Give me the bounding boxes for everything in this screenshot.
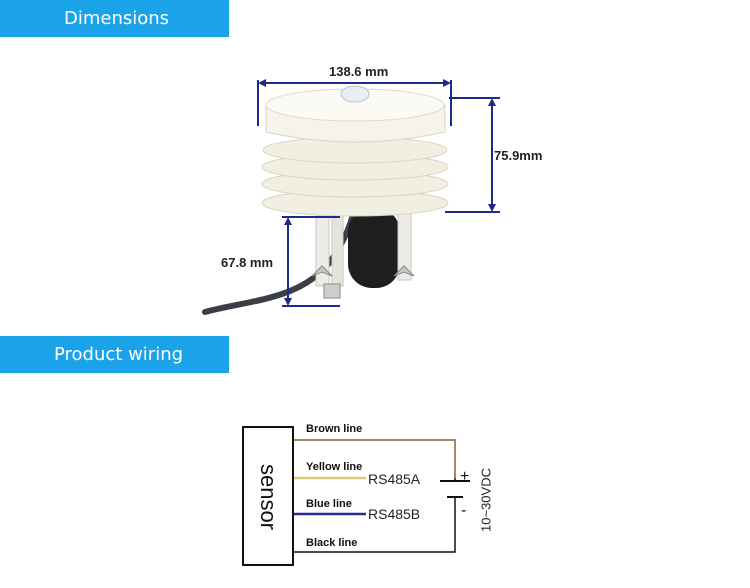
width-dimension-label: 138.6 mm [329, 64, 389, 79]
mount-dimension-label: 67.8 mm [221, 255, 274, 270]
brown-wire [294, 439, 456, 478]
mount-rod-left [315, 209, 330, 287]
wing-nut-right [393, 265, 415, 277]
sensor-label: sensor [256, 463, 281, 531]
product-wiring-banner: Product wiring [0, 336, 229, 373]
dimension-width [257, 79, 452, 126]
mount-rod-mid [331, 209, 344, 287]
cable-gland [323, 283, 341, 299]
rs485a-label: RS485A [368, 471, 421, 487]
black-line-label: Black line [306, 537, 358, 549]
dome-sensor [340, 85, 370, 103]
sensor-box [242, 426, 294, 566]
dimensions-banner: Dimensions [0, 0, 229, 37]
positive-terminal-label: + [460, 468, 470, 485]
voltage-label: 10~30VDC [478, 468, 494, 532]
sensor-probe [348, 208, 400, 288]
negative-terminal-label: - [461, 502, 467, 519]
black-wire [294, 500, 456, 553]
height-dimension-label: 75.9mm [494, 148, 543, 163]
yellow-line-label: Yellow line [306, 461, 363, 473]
dimension-mount [282, 216, 340, 307]
wing-nut-left [311, 265, 333, 277]
dimension-height [445, 97, 500, 213]
blue-line-label: Blue line [306, 498, 352, 510]
rs485b-label: RS485B [368, 506, 421, 522]
brown-line-label: Brown line [306, 423, 363, 435]
wiring-diagram [294, 439, 470, 553]
